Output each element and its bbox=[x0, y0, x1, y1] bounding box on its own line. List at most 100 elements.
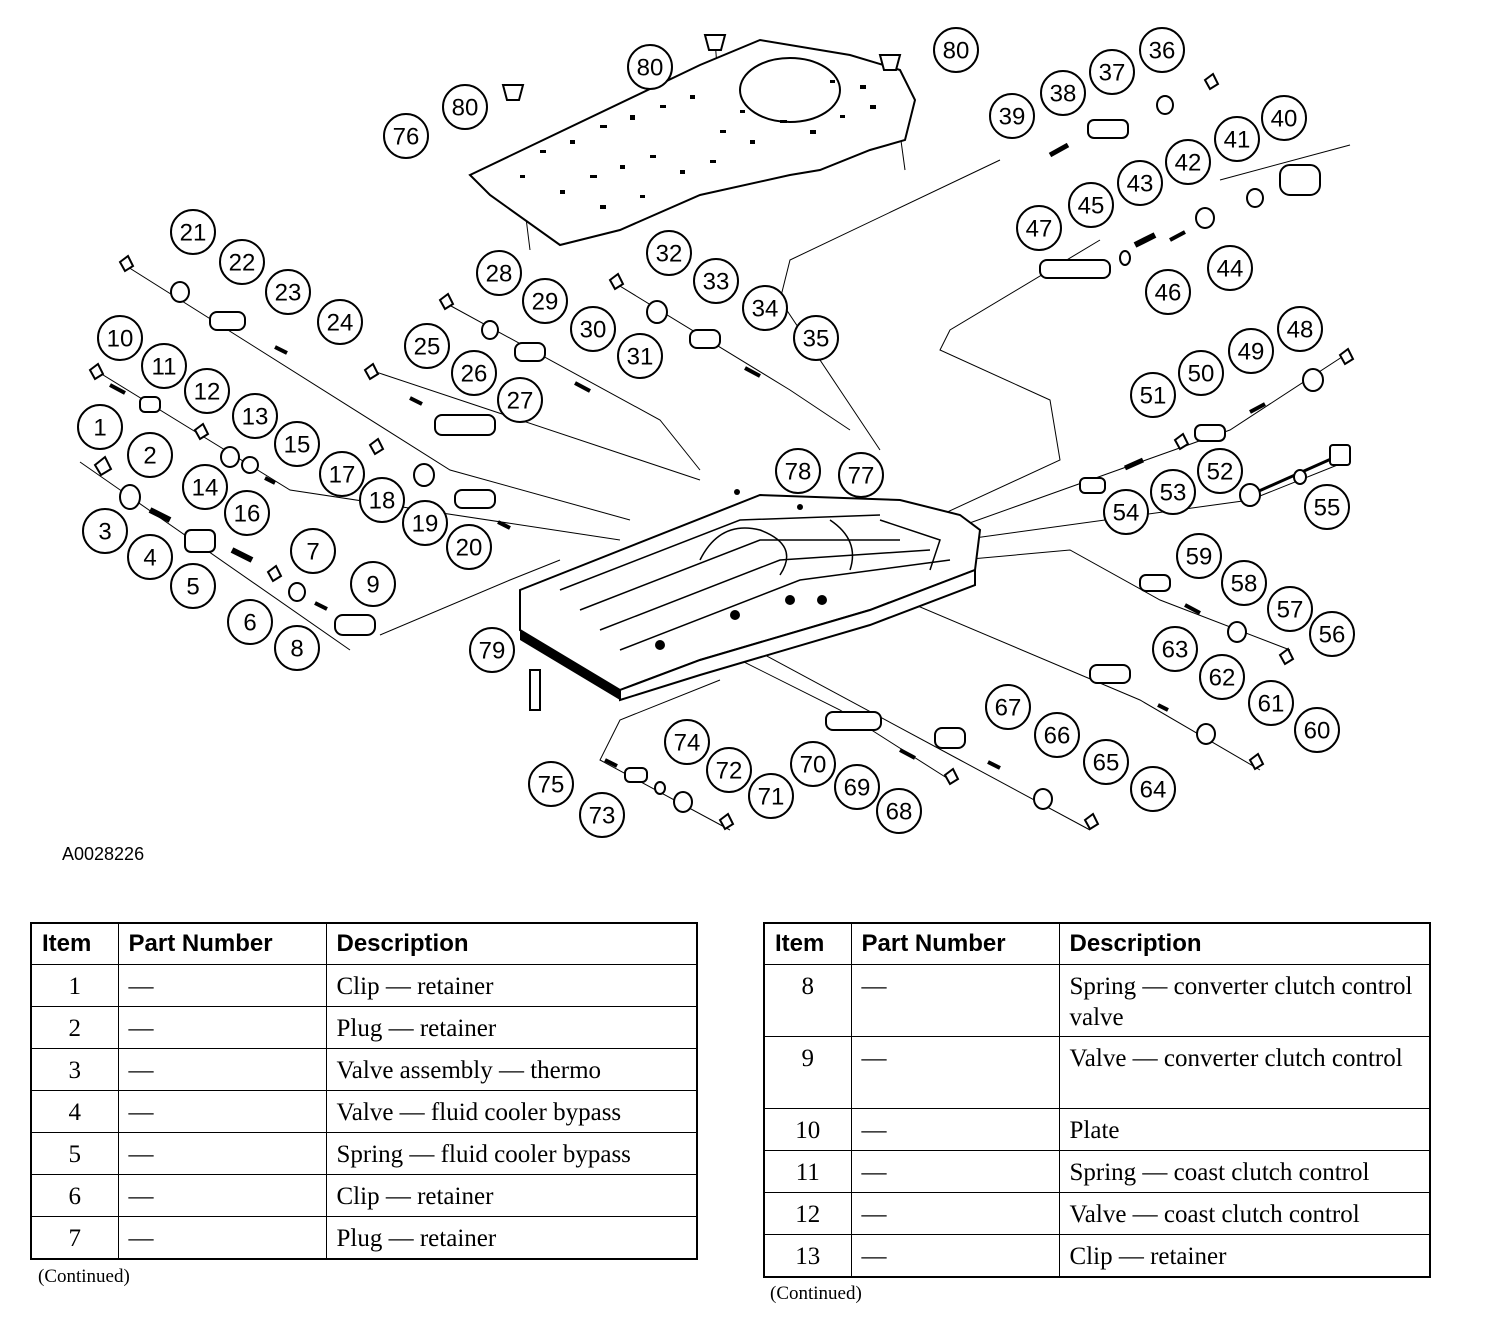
description-cell: Valve — fluid cooler bypass bbox=[325, 1090, 698, 1133]
callout-1: 1 bbox=[77, 404, 123, 450]
continued-note-left: (Continued) bbox=[38, 1266, 130, 1287]
callout-circle bbox=[985, 684, 1031, 730]
part-number-cell: — bbox=[850, 1192, 1060, 1235]
item-header: Item bbox=[30, 922, 119, 965]
callout-label: 52 bbox=[1207, 459, 1234, 486]
valve-body-drawing: 1234567891011121314151617181920212223242… bbox=[77, 27, 1355, 838]
callout-label: 7 bbox=[306, 539, 319, 566]
callout-circle bbox=[838, 452, 884, 498]
callout-80: 80 bbox=[442, 84, 488, 130]
callout-circle bbox=[469, 627, 515, 673]
table-row: 2—Plug — retainer bbox=[30, 1006, 698, 1049]
callout-circle bbox=[748, 773, 794, 819]
callout-circle bbox=[1207, 245, 1253, 291]
callout-label: 44 bbox=[1217, 256, 1244, 283]
callout-circle bbox=[446, 524, 492, 570]
callout-circle bbox=[1294, 707, 1340, 753]
callout-30: 30 bbox=[570, 306, 616, 352]
callout-4: 4 bbox=[127, 534, 173, 580]
part-number-cell: — bbox=[850, 1108, 1060, 1151]
callout-circle bbox=[664, 719, 710, 765]
callout-label: 27 bbox=[507, 388, 534, 415]
callout-39: 39 bbox=[989, 93, 1035, 139]
callout-label: 31 bbox=[627, 344, 654, 371]
callout-label: 36 bbox=[1149, 38, 1176, 65]
callout-2: 2 bbox=[127, 432, 173, 478]
parts-table-right: Item Part Number Description 8—Spring — … bbox=[763, 922, 1431, 1278]
callout-59: 59 bbox=[1176, 533, 1222, 579]
callout-63: 63 bbox=[1152, 626, 1198, 672]
callout-58: 58 bbox=[1221, 560, 1267, 606]
description-cell: Valve — converter clutch control bbox=[1058, 1036, 1431, 1109]
callout-23: 23 bbox=[265, 269, 311, 315]
callout-22: 22 bbox=[219, 239, 265, 285]
callout-circle bbox=[1178, 350, 1224, 396]
callout-label: 18 bbox=[369, 488, 396, 515]
callout-57: 57 bbox=[1267, 586, 1313, 632]
part-number-cell: — bbox=[117, 1090, 327, 1133]
callout-circle bbox=[989, 93, 1035, 139]
callout-circle bbox=[627, 44, 673, 90]
callout-34: 34 bbox=[742, 285, 788, 331]
callout-circle bbox=[793, 315, 839, 361]
callout-label: 67 bbox=[995, 695, 1022, 722]
callout-label: 35 bbox=[803, 326, 830, 353]
description-cell: Clip — retainer bbox=[325, 1174, 698, 1217]
item-cell: 1 bbox=[30, 964, 119, 1007]
table-row: 3—Valve assembly — thermo bbox=[30, 1048, 698, 1091]
part-number-cell: — bbox=[117, 1006, 327, 1049]
callout-label: 75 bbox=[538, 772, 565, 799]
callout-50: 50 bbox=[1178, 350, 1224, 396]
callout-9: 9 bbox=[350, 561, 396, 607]
table-row: 13—Clip — retainer bbox=[763, 1234, 1431, 1277]
callout-label: 32 bbox=[656, 241, 683, 268]
table-header-row: Item Part Number Description bbox=[763, 922, 1431, 965]
table-row: 5—Spring — fluid cooler bypass bbox=[30, 1132, 698, 1175]
callout-label: 41 bbox=[1224, 127, 1251, 154]
callout-circle bbox=[290, 528, 336, 574]
callout-label: 53 bbox=[1160, 480, 1187, 507]
description-cell: Clip — retainer bbox=[325, 964, 698, 1007]
item-cell: 7 bbox=[30, 1216, 119, 1259]
callout-label: 30 bbox=[580, 317, 607, 344]
callout-10: 10 bbox=[97, 315, 143, 361]
item-cell: 10 bbox=[763, 1108, 852, 1151]
callout-circle bbox=[1304, 484, 1350, 530]
callout-74: 74 bbox=[664, 719, 710, 765]
continued-note-right: (Continued) bbox=[770, 1283, 862, 1304]
callout-circle bbox=[77, 404, 123, 450]
callout-label: 74 bbox=[674, 730, 701, 757]
callout-41: 41 bbox=[1214, 116, 1260, 162]
callout-label: 54 bbox=[1113, 500, 1140, 527]
item-cell: 6 bbox=[30, 1174, 119, 1217]
callout-circle bbox=[232, 393, 278, 439]
callout-11: 11 bbox=[141, 343, 187, 389]
callout-72: 72 bbox=[706, 747, 752, 793]
callout-label: 57 bbox=[1277, 597, 1304, 624]
callout-label: 40 bbox=[1271, 106, 1298, 133]
callout-70: 70 bbox=[790, 741, 836, 787]
part-number-cell: — bbox=[117, 964, 327, 1007]
callout-circle bbox=[1277, 306, 1323, 352]
callout-circle bbox=[1089, 49, 1135, 95]
callout-20: 20 bbox=[446, 524, 492, 570]
callout-label: 25 bbox=[414, 334, 441, 361]
table-row: 10—Plate bbox=[763, 1108, 1431, 1151]
callout-circle bbox=[97, 315, 143, 361]
callout-circle bbox=[127, 534, 173, 580]
callout-label: 5 bbox=[186, 574, 199, 601]
callout-33: 33 bbox=[693, 258, 739, 304]
callout-label: 64 bbox=[1140, 777, 1167, 804]
callout-label: 63 bbox=[1162, 637, 1189, 664]
callout-14: 14 bbox=[182, 464, 228, 510]
callout-label: 15 bbox=[284, 432, 311, 459]
callout-43: 43 bbox=[1117, 160, 1163, 206]
callout-78: 78 bbox=[775, 448, 821, 494]
callout-circle bbox=[876, 788, 922, 834]
callout-circle bbox=[319, 451, 365, 497]
callout-label: 34 bbox=[752, 296, 779, 323]
callout-35: 35 bbox=[793, 315, 839, 361]
item-cell: 4 bbox=[30, 1090, 119, 1133]
callout-label: 2 bbox=[143, 443, 156, 470]
